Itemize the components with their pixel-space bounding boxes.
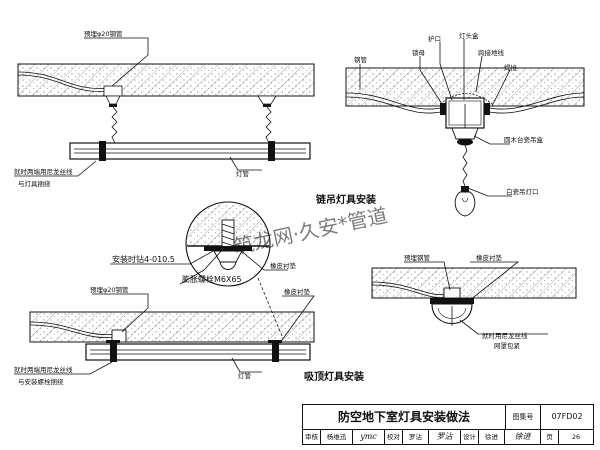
designer-name: 徐进 xyxy=(479,430,505,444)
junction-box-right xyxy=(443,287,461,299)
drawing-title: 防空地下室灯具安装做法 xyxy=(303,405,506,429)
designer-signature: 徐进 xyxy=(505,430,541,444)
checker-name: 罗沾 xyxy=(403,430,429,444)
ceiling-rose-left xyxy=(103,85,123,107)
label-nylon-tie-2: 与灯具捆绕 xyxy=(18,179,51,188)
junction-box xyxy=(440,97,490,129)
embedded-pipe-bottom-left xyxy=(29,321,117,336)
jumper-ground-wire xyxy=(439,93,493,105)
label-weld: 焊接 xyxy=(504,63,518,72)
reviewer-name: 杨维迅 xyxy=(321,430,353,444)
slab-bottom-right xyxy=(371,267,577,299)
check-label: 校对 xyxy=(385,430,403,444)
label-expansion-bolt: 膨胀螺栓M6X65 xyxy=(182,274,242,284)
label-round-wood-canopy: 圆木台瓷吊盒 xyxy=(504,135,544,144)
atlas-label: 图集号 xyxy=(506,405,541,429)
label-lamp-box: 灯头盒 xyxy=(459,31,479,40)
checker-signature: 罗沾 xyxy=(429,430,461,444)
ceiling-rose-right xyxy=(257,95,277,107)
label-lamp-tube: 灯管 xyxy=(236,169,250,178)
label-porcelain-socket: 白瓷吊灯口 xyxy=(506,187,539,196)
slab-bottom-left xyxy=(29,311,315,343)
pendant-cord xyxy=(462,144,468,187)
steel-pipe-right xyxy=(483,92,585,110)
label-guard-ring: 护口 xyxy=(428,34,441,43)
slab-top-left xyxy=(17,63,315,97)
label-pre-steel-pipe: 预埋钢管 xyxy=(404,253,431,262)
label-rubber-pad-right: 橡皮衬垫 xyxy=(476,253,503,262)
page-number: 26 xyxy=(571,433,581,441)
label-embedded-pipe-bottom: 预埋φ20钢管 xyxy=(90,285,129,294)
label-lock-nut: 锁母 xyxy=(412,48,426,57)
label-nylon-tie: 就时两端用尼龙丝线 xyxy=(14,167,73,176)
porcelain-canopy xyxy=(451,127,479,146)
label-lamp-tube-bottom: 灯管 xyxy=(238,371,252,380)
label-nylon-tie-bottom-2: 与安装螺栓捆绕 xyxy=(18,377,64,386)
review-label: 审核 xyxy=(303,430,321,444)
embedded-pipe-top-left xyxy=(17,71,111,89)
label-mount-standard: 安装时钻4-010.5 xyxy=(112,254,175,264)
design-label: 设计 xyxy=(461,430,479,444)
label-nylon-right: 就时用尼龙丝线 xyxy=(482,331,528,340)
label-jumper-ground: 跨接地线 xyxy=(478,48,505,57)
fluorescent-fixture-top xyxy=(69,141,311,161)
label-steel-pipe: 钢管 xyxy=(354,55,368,64)
page-label: 页 xyxy=(541,430,559,444)
pendant-lamp xyxy=(454,186,476,217)
chain-right xyxy=(265,106,272,144)
steel-pipe-left xyxy=(345,92,447,110)
label-rubber-pad-detail: 橡皮衬垫 xyxy=(270,261,297,270)
title-block: 防空地下室灯具安装做法 图集号 07FD02 审核 杨维迅 ymc 校对 罗沾 … xyxy=(302,404,594,445)
title-ceiling-install: 吸顶灯具安装 xyxy=(304,370,364,383)
label-nylon-right-2: 网罩包紧 xyxy=(494,341,521,350)
chain-left xyxy=(111,106,118,144)
dome-lamp xyxy=(430,298,474,326)
label-rubber-pad-bottom: 橡皮衬垫 xyxy=(284,287,311,296)
label-embedded-pipe: 预埋φ20钢管 xyxy=(84,29,123,38)
reviewer-signature: ymc xyxy=(353,430,385,444)
embedded-pipe-right xyxy=(371,281,447,296)
label-nylon-tie-bottom: 就时两端用尼龙丝线 xyxy=(14,365,73,374)
title-chain-install: 链吊灯具安装 xyxy=(315,193,376,206)
ceiling-fixture-bottom xyxy=(85,340,311,362)
atlas-number: 07FD02 xyxy=(551,412,583,421)
watermark: 筑龙网·久安*管道 xyxy=(232,203,390,259)
